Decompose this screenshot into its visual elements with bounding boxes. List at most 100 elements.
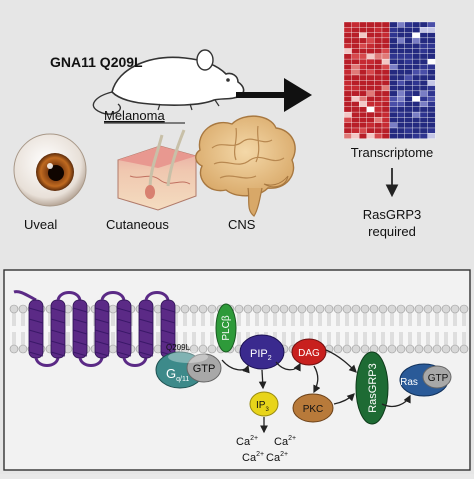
heatmap-cell xyxy=(366,90,375,97)
heatmap-cell xyxy=(397,69,405,76)
heatmap-cell xyxy=(427,43,436,49)
heatmap-cell xyxy=(343,74,352,81)
heatmap-cell xyxy=(389,53,398,60)
heatmap-cell xyxy=(359,85,367,92)
heatmap-cell xyxy=(381,69,390,76)
heatmap-cell xyxy=(404,133,413,139)
heatmap-cell xyxy=(397,43,405,49)
heatmap-cell xyxy=(374,90,383,97)
heatmap-cell xyxy=(381,64,390,70)
heatmap-cell xyxy=(404,37,413,44)
heatmap-cell xyxy=(374,80,383,86)
heatmap-cell xyxy=(343,96,352,102)
heatmap-cell xyxy=(381,127,390,134)
skin-image xyxy=(117,129,197,211)
heatmap-cell xyxy=(366,74,375,81)
heatmap-cell xyxy=(351,37,360,44)
heatmap-cell xyxy=(366,37,375,44)
heatmap-cell xyxy=(397,21,405,28)
heatmap-cell xyxy=(351,85,360,92)
heatmap-cell xyxy=(397,133,405,139)
heatmap-cell xyxy=(374,111,383,118)
heatmap-cell xyxy=(381,58,390,65)
heatmap-cell xyxy=(404,74,413,81)
heatmap-cell xyxy=(404,53,413,60)
dag-molecule xyxy=(291,338,327,366)
heatmap-cell xyxy=(412,37,421,44)
rasgrp3-protein xyxy=(355,351,389,425)
heatmap-cell xyxy=(374,43,383,49)
heatmap-cell xyxy=(366,21,375,28)
plcb-label: PLCβ xyxy=(221,315,232,340)
ras-gtp-label: GTP xyxy=(428,373,449,384)
heatmap-cell xyxy=(374,27,383,33)
heatmap-cell xyxy=(412,127,421,134)
heatmap-cell xyxy=(359,122,367,129)
heatmap-cell xyxy=(343,111,352,118)
heatmap-cell xyxy=(404,127,413,134)
heatmap-cell xyxy=(412,32,421,39)
heatmap-cell xyxy=(381,21,390,28)
heatmap-cell xyxy=(374,58,383,65)
heatmap-cell xyxy=(359,80,367,86)
heatmap-cell xyxy=(419,101,428,107)
heatmap-cell xyxy=(359,133,367,139)
heatmap-cell xyxy=(419,106,428,113)
heatmap-cell xyxy=(343,101,352,107)
heatmap-cell xyxy=(343,48,352,54)
ras-protein xyxy=(399,363,452,397)
calcium-ions: Ca2+ Ca2+ Ca2+ Ca2+ xyxy=(236,435,296,464)
heatmap-cell xyxy=(381,32,390,39)
heatmap-cell xyxy=(359,27,367,33)
gtp-label: GTP xyxy=(193,363,216,375)
heatmap-cell xyxy=(343,117,352,123)
heatmap-cell xyxy=(397,53,405,60)
heatmap-cell xyxy=(343,122,352,129)
heatmap-cell xyxy=(381,53,390,60)
heatmap-cell xyxy=(427,90,436,97)
heatmap-cell xyxy=(404,32,413,39)
pip2-label: PIP2 xyxy=(250,348,272,362)
heatmap-cell xyxy=(359,117,367,123)
heatmap-cell xyxy=(412,90,421,97)
mutation-label: Q209L xyxy=(166,343,191,352)
pathway-arrows xyxy=(221,349,411,434)
heatmap-cell xyxy=(381,117,390,123)
heatmap-cell xyxy=(366,111,375,118)
ras-label: Ras xyxy=(400,377,418,388)
heatmap-cell xyxy=(389,111,398,118)
heatmap-cell xyxy=(343,106,352,113)
heatmap-cell xyxy=(389,37,398,44)
heatmap-cell xyxy=(427,27,436,33)
heatmap-cell xyxy=(427,32,436,39)
heatmap-cell xyxy=(351,101,360,107)
heatmap-cell xyxy=(374,96,383,102)
heatmap-cell xyxy=(351,48,360,54)
heatmap-cell xyxy=(374,69,383,76)
heatmap-cell xyxy=(412,117,421,123)
calcium-ion: Ca2+ xyxy=(274,435,296,448)
heatmap-cell xyxy=(343,85,352,92)
heatmap-cell xyxy=(412,133,421,139)
conclusion-line-1: RasGRP3 xyxy=(363,207,422,222)
heatmap-cell xyxy=(374,37,383,44)
heatmap-cell xyxy=(412,111,421,118)
heatmap-cell xyxy=(366,27,375,33)
heatmap-cell xyxy=(359,127,367,134)
heatmap-cell xyxy=(351,117,360,123)
heatmap-cell xyxy=(351,80,360,86)
heatmap-cell xyxy=(427,96,436,102)
heatmap-cell xyxy=(351,122,360,129)
heatmap-cell xyxy=(404,21,413,28)
heatmap-cell xyxy=(343,90,352,97)
heatmap-cell xyxy=(412,69,421,76)
heatmap-cell xyxy=(389,85,398,92)
heatmap-cell xyxy=(366,69,375,76)
heatmap-cell xyxy=(359,111,367,118)
heatmap-cell xyxy=(412,80,421,86)
heatmap-cell xyxy=(419,32,428,39)
heatmap-cell xyxy=(412,53,421,60)
heatmap-cell xyxy=(419,127,428,134)
heatmap-cell xyxy=(366,32,375,39)
calcium-ion: Ca2+ xyxy=(242,451,264,464)
